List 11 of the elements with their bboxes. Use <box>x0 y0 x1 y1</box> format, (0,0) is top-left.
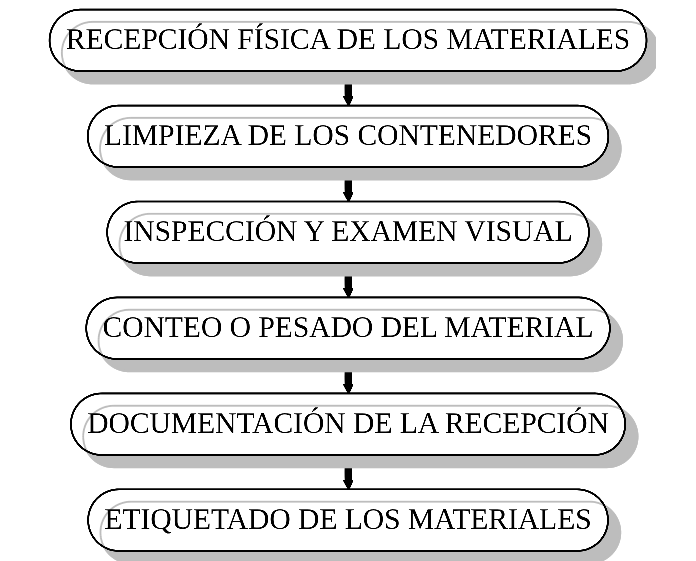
arrow <box>342 454 354 491</box>
process-box: CONTEO O PESADO DEL MATERIAL <box>85 296 611 360</box>
process-box: DOCUMENTACIÓN DE LA RECEPCIÓN <box>70 392 626 456</box>
arrow <box>342 167 354 203</box>
process-box: RECEPCIÓN FÍSICA DE LOS MATERIALES <box>48 8 648 72</box>
arrow <box>342 358 354 395</box>
arrow <box>342 262 354 299</box>
process-box: ETIQUETADO DE LOS MATERIALES <box>87 488 609 552</box>
arrow <box>342 71 354 107</box>
process-box: INSPECCIÓN Y EXAMEN VISUAL <box>106 200 590 264</box>
process-box: LIMPIEZA DE LOS CONTENEDORES <box>86 104 610 168</box>
